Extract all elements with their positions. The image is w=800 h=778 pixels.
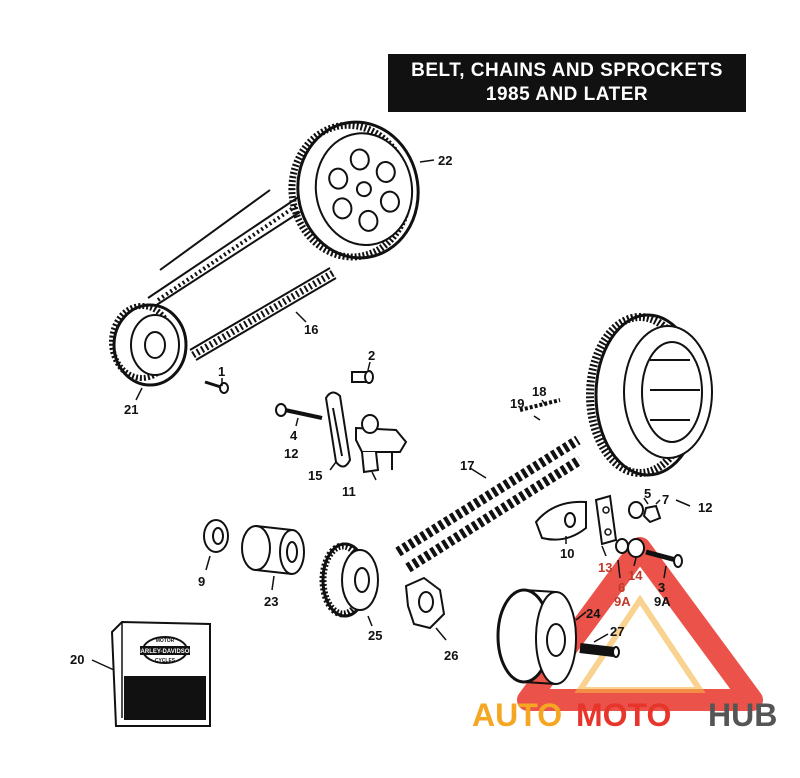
drive-belt-16 — [189, 267, 337, 361]
callout-4: 4 — [290, 428, 298, 443]
title-line-2: 1985 AND LATER — [485, 84, 649, 105]
callout-7: 7 — [662, 492, 669, 507]
callout-5: 5 — [644, 486, 651, 501]
callout-9a-left: 9A — [614, 594, 631, 609]
bolt-2 — [351, 370, 374, 384]
callout-26: 26 — [444, 648, 458, 663]
callout-18: 18 — [532, 384, 546, 399]
tensioner-shoe-10 — [534, 500, 587, 541]
leader-lines — [91, 159, 691, 671]
drive-belt-upper — [147, 189, 301, 307]
callout-3: 3 — [658, 580, 665, 595]
callout-27: 27 — [610, 624, 624, 639]
callout-15: 15 — [308, 468, 322, 483]
callout-9a-right: 9A — [654, 594, 671, 609]
chain-tensioner-11 — [355, 414, 408, 474]
callout-17: 17 — [460, 458, 474, 473]
hub-26 — [404, 576, 446, 630]
callout-23: 23 — [264, 594, 278, 609]
box-label-top: MOTOR — [156, 638, 175, 644]
callout-12-left: 12 — [284, 446, 298, 461]
callout-10: 10 — [560, 546, 574, 561]
callout-2: 2 — [368, 348, 375, 363]
transmission-sprocket-21 — [109, 303, 188, 387]
oil-box-20 — [110, 620, 211, 727]
title-line-1: BELT, CHAINS AND SPROCKETS — [411, 60, 723, 81]
box-label-brand: HARLEY-DAVIDSON — [136, 649, 194, 655]
shaft-27 — [579, 643, 620, 658]
clutch-shell — [586, 313, 713, 477]
watermark-text: AUTO MOTO HUB — [472, 697, 777, 733]
sleeve-23 — [241, 525, 305, 575]
watermark-logo — [517, 537, 763, 711]
diagram-title: BELT, CHAINS AND SPROCKETS 1985 AND LATE… — [388, 54, 746, 112]
washer-9 — [203, 519, 229, 553]
callout-19: 19 — [510, 396, 524, 411]
callout-12-right: 12 — [698, 500, 712, 515]
engine-sprocket-25 — [319, 542, 379, 618]
callout-1: 1 — [218, 364, 225, 379]
callout-25: 25 — [368, 628, 382, 643]
primary-chain-17 — [395, 398, 583, 573]
box-label-bottom: CYCLES — [155, 658, 176, 664]
rear-sprocket-22 — [288, 120, 420, 261]
watermark-part-auto: AUTO — [472, 697, 562, 733]
callout-9: 9 — [198, 574, 205, 589]
callout-22: 22 — [438, 153, 452, 168]
watermark-part-moto: MOTO — [576, 697, 671, 733]
callout-14: 14 — [628, 568, 643, 583]
adjuster-plate-15 — [324, 391, 352, 468]
clutch-drum-24 — [496, 588, 577, 685]
callout-13: 13 — [598, 560, 612, 575]
bolt-4 — [275, 403, 323, 420]
watermark-part-hub: HUB — [708, 697, 777, 733]
adjuster-bracket-assembly — [594, 494, 683, 568]
bolt-1 — [204, 380, 229, 394]
callout-20: 20 — [70, 652, 84, 667]
callout-24: 24 — [586, 606, 601, 621]
callout-16: 16 — [304, 322, 318, 337]
callout-21: 21 — [124, 402, 138, 417]
callout-6: 6 — [618, 580, 625, 595]
callout-11: 11 — [342, 484, 356, 499]
